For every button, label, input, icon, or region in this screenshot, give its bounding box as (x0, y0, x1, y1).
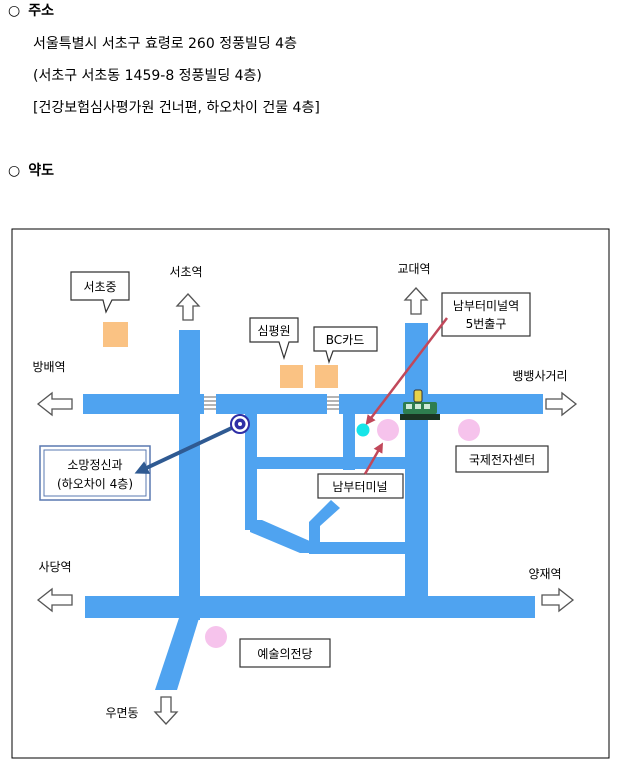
seocho-middle-callout (70, 271, 130, 314)
seocho-middle-building (103, 322, 128, 347)
bc-card-label: BC카드 (326, 333, 364, 347)
bangbae-station-label: 방배역 (32, 360, 65, 374)
map-bullet: ○ (8, 163, 21, 179)
seocho-station-label: 서초역 (169, 265, 202, 279)
address-line-landmark: [건강보험심사평가원 건너편, 하오차이 건물 4층] (33, 100, 320, 116)
address-bullet: ○ (8, 3, 21, 19)
road-inner-bottom (309, 542, 407, 554)
arrow-up-gyodae-icon (403, 287, 429, 315)
arrow-up-seocho-icon (175, 293, 201, 321)
road-horizontal-bottom (85, 596, 535, 618)
nambu-terminal-marker (377, 419, 399, 441)
road-gyodae-vertical (405, 323, 428, 608)
seocho-middle-label: 서초중 (83, 280, 116, 294)
address-line-lot: (서초구 서초동 1459-8 정풍빌딩 4층) (33, 68, 262, 84)
nambu-terminal-pointer (363, 442, 383, 475)
simpyeongwon-label: 심평원 (257, 324, 290, 338)
gyodae-station-label: 교대역 (397, 262, 430, 276)
arrow-down-umyeon-icon (153, 696, 179, 725)
road-inner-diagonal (250, 520, 312, 553)
clinic-label-line2: (하오차이 4층) (57, 477, 133, 491)
bbangbbang-intersection-label: 뱅뱅사거리 (512, 369, 567, 383)
sadang-station-label: 사당역 (38, 560, 71, 574)
intl-electronics-marker (458, 419, 480, 441)
arrow-left-sadang-icon (36, 587, 73, 613)
nambu-exit-marker (356, 423, 370, 437)
address-section-heading: ○ 주소 (8, 0, 54, 20)
nambu-exit-label-line1: 남부터미널역 (453, 299, 519, 313)
yangjae-station-label: 양재역 (528, 567, 561, 581)
road-inner-spur (309, 500, 340, 553)
bc-card-callout (313, 326, 378, 364)
road-inner-right (343, 412, 355, 470)
road-inner-middle (257, 457, 407, 469)
nambu-exit-pointer (365, 317, 448, 426)
address-heading: 주소 (28, 3, 54, 19)
clinic-label-line1: 소망정신과 (67, 458, 122, 472)
crosswalk-left (204, 394, 216, 414)
clinic-pointer (134, 424, 237, 474)
arts-center-label: 예술의전당 (257, 647, 312, 661)
umyeon-dong-label: 우면동 (105, 706, 138, 720)
simpyeongwon-callout (249, 317, 299, 361)
subway-icon (400, 389, 440, 420)
bc-card-building (315, 365, 338, 388)
map-section-heading: ○ 약도 (8, 160, 54, 180)
arrow-right-yangjae-icon (541, 587, 575, 613)
simpyeongwon-building (280, 365, 303, 388)
clinic-location-icon (230, 414, 250, 434)
arrow-left-bangbae-icon (36, 391, 73, 417)
arts-center-callout (239, 638, 331, 668)
crosswalk-right (327, 394, 339, 414)
intl-electronics-label: 국제전자센터 (469, 453, 535, 467)
nambu-exit-label-line2: 5번출구 (466, 317, 507, 331)
clinic-callout (39, 445, 151, 501)
map-heading: 약도 (28, 163, 54, 179)
address-line-road: 서울특별시 서초구 효령로 260 정풍빌딩 4층 (33, 36, 297, 52)
nambu-terminal-label: 남부터미널 (332, 480, 387, 494)
intl-electronics-callout (455, 445, 549, 473)
road-horizontal-main (83, 394, 543, 414)
road-umyeon-diagonal (155, 615, 200, 690)
road-seocho-vertical (179, 330, 200, 620)
nambu-terminal-callout (317, 473, 404, 499)
road-inner-left (245, 412, 257, 530)
arts-center-marker (205, 626, 227, 648)
nambu-exit-callout (441, 292, 531, 337)
arrow-right-bbangbbang-icon (545, 391, 578, 417)
